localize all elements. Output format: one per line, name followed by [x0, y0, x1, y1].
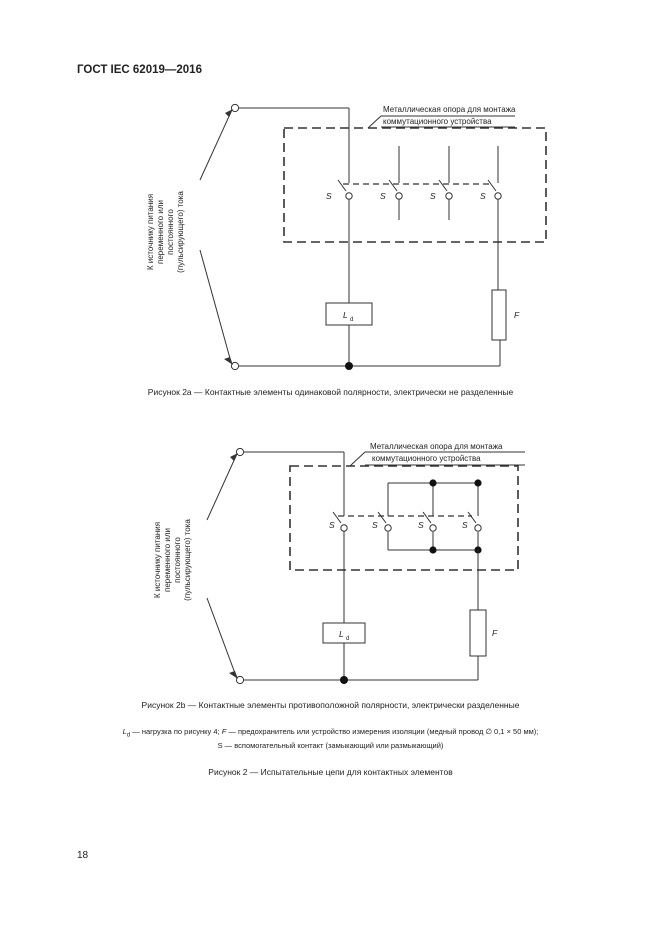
terminal-bottom	[230, 361, 240, 371]
switch-4-label: S	[480, 191, 486, 201]
figure-2b: Металлическая опора для монтажа коммутац…	[153, 442, 525, 685]
metal-support-frame	[283, 127, 547, 243]
legend-ld-text: — нагрузка по рисунку 4;	[130, 727, 222, 736]
load-box	[322, 622, 366, 644]
fuse-box	[469, 609, 487, 657]
legend-f-text: — предохранитель или устройство измерени…	[226, 727, 539, 736]
legend-f-symbol: F	[221, 727, 227, 736]
source-label: К источнику питания переменного или пост…	[153, 519, 192, 601]
svg-text:постоянного: постоянного	[173, 537, 182, 583]
switch-1-label: S	[326, 191, 332, 201]
load-label: L	[343, 310, 348, 320]
terminal-top	[230, 103, 240, 113]
switch-2-label: S	[372, 520, 378, 530]
legend-line-2: S — вспомогательный контакт (замыкающий …	[217, 741, 444, 750]
svg-text:переменного или: переменного или	[163, 528, 172, 592]
switch-2-label: S	[380, 191, 386, 201]
svg-text:К источнику питания: К источнику питания	[146, 194, 155, 270]
legend-ld-subscript: d	[126, 732, 131, 739]
page-number: 18	[77, 850, 89, 861]
legend-line-1: Ld — нагрузка по рисунку 4; F — предохра…	[0, 727, 661, 739]
switch-3-label: S	[418, 520, 424, 530]
load-subscript: d	[346, 636, 349, 642]
document-header: ГОСТ IEC 62019—2016	[77, 64, 202, 76]
metal-support-frame	[289, 465, 519, 571]
figure-2-caption: Рисунок 2 — Испытательные цепи для конта…	[208, 767, 453, 777]
junction-dot	[345, 362, 353, 370]
switch-3-label: S	[430, 191, 436, 201]
junction-dot	[340, 676, 348, 684]
fuse-box	[491, 289, 507, 341]
svg-text:постоянного: постоянного	[166, 209, 175, 255]
svg-text:переменного или: переменного или	[156, 200, 165, 264]
figure-2b-caption: Рисунок 2b — Контактные элементы противо…	[141, 700, 520, 710]
terminal-top	[235, 447, 245, 457]
support-label-line1: Металлическая опора для монтажа	[370, 442, 503, 451]
svg-text:К источнику питания: К источнику питания	[153, 522, 162, 598]
support-label-line2: коммутационного устройства	[383, 117, 492, 126]
switch-4-label: S	[462, 520, 468, 530]
fuse-label: F	[492, 628, 498, 638]
legend-ld-symbol: L	[122, 727, 127, 736]
svg-text:(пульсирующего) тока: (пульсирующего) тока	[176, 191, 185, 273]
load-subscript: d	[350, 317, 353, 323]
load-box	[325, 302, 373, 326]
support-label-line2: коммутационного устройства	[372, 454, 481, 463]
fuse-label: F	[514, 310, 520, 320]
load-label: L	[339, 629, 344, 639]
switch-1-label: S	[329, 520, 335, 530]
support-label-line1: Металлическая опора для монтажа	[383, 105, 516, 114]
terminal-bottom	[235, 675, 245, 685]
figure-2a: Металлическая опора для монтажа коммутац…	[146, 103, 547, 371]
source-label: К источнику питания переменного или пост…	[146, 191, 185, 273]
figure-2a-caption: Рисунок 2a — Контактные элементы одинако…	[147, 387, 514, 397]
svg-text:(пульсирующего) тока: (пульсирующего) тока	[183, 519, 192, 601]
